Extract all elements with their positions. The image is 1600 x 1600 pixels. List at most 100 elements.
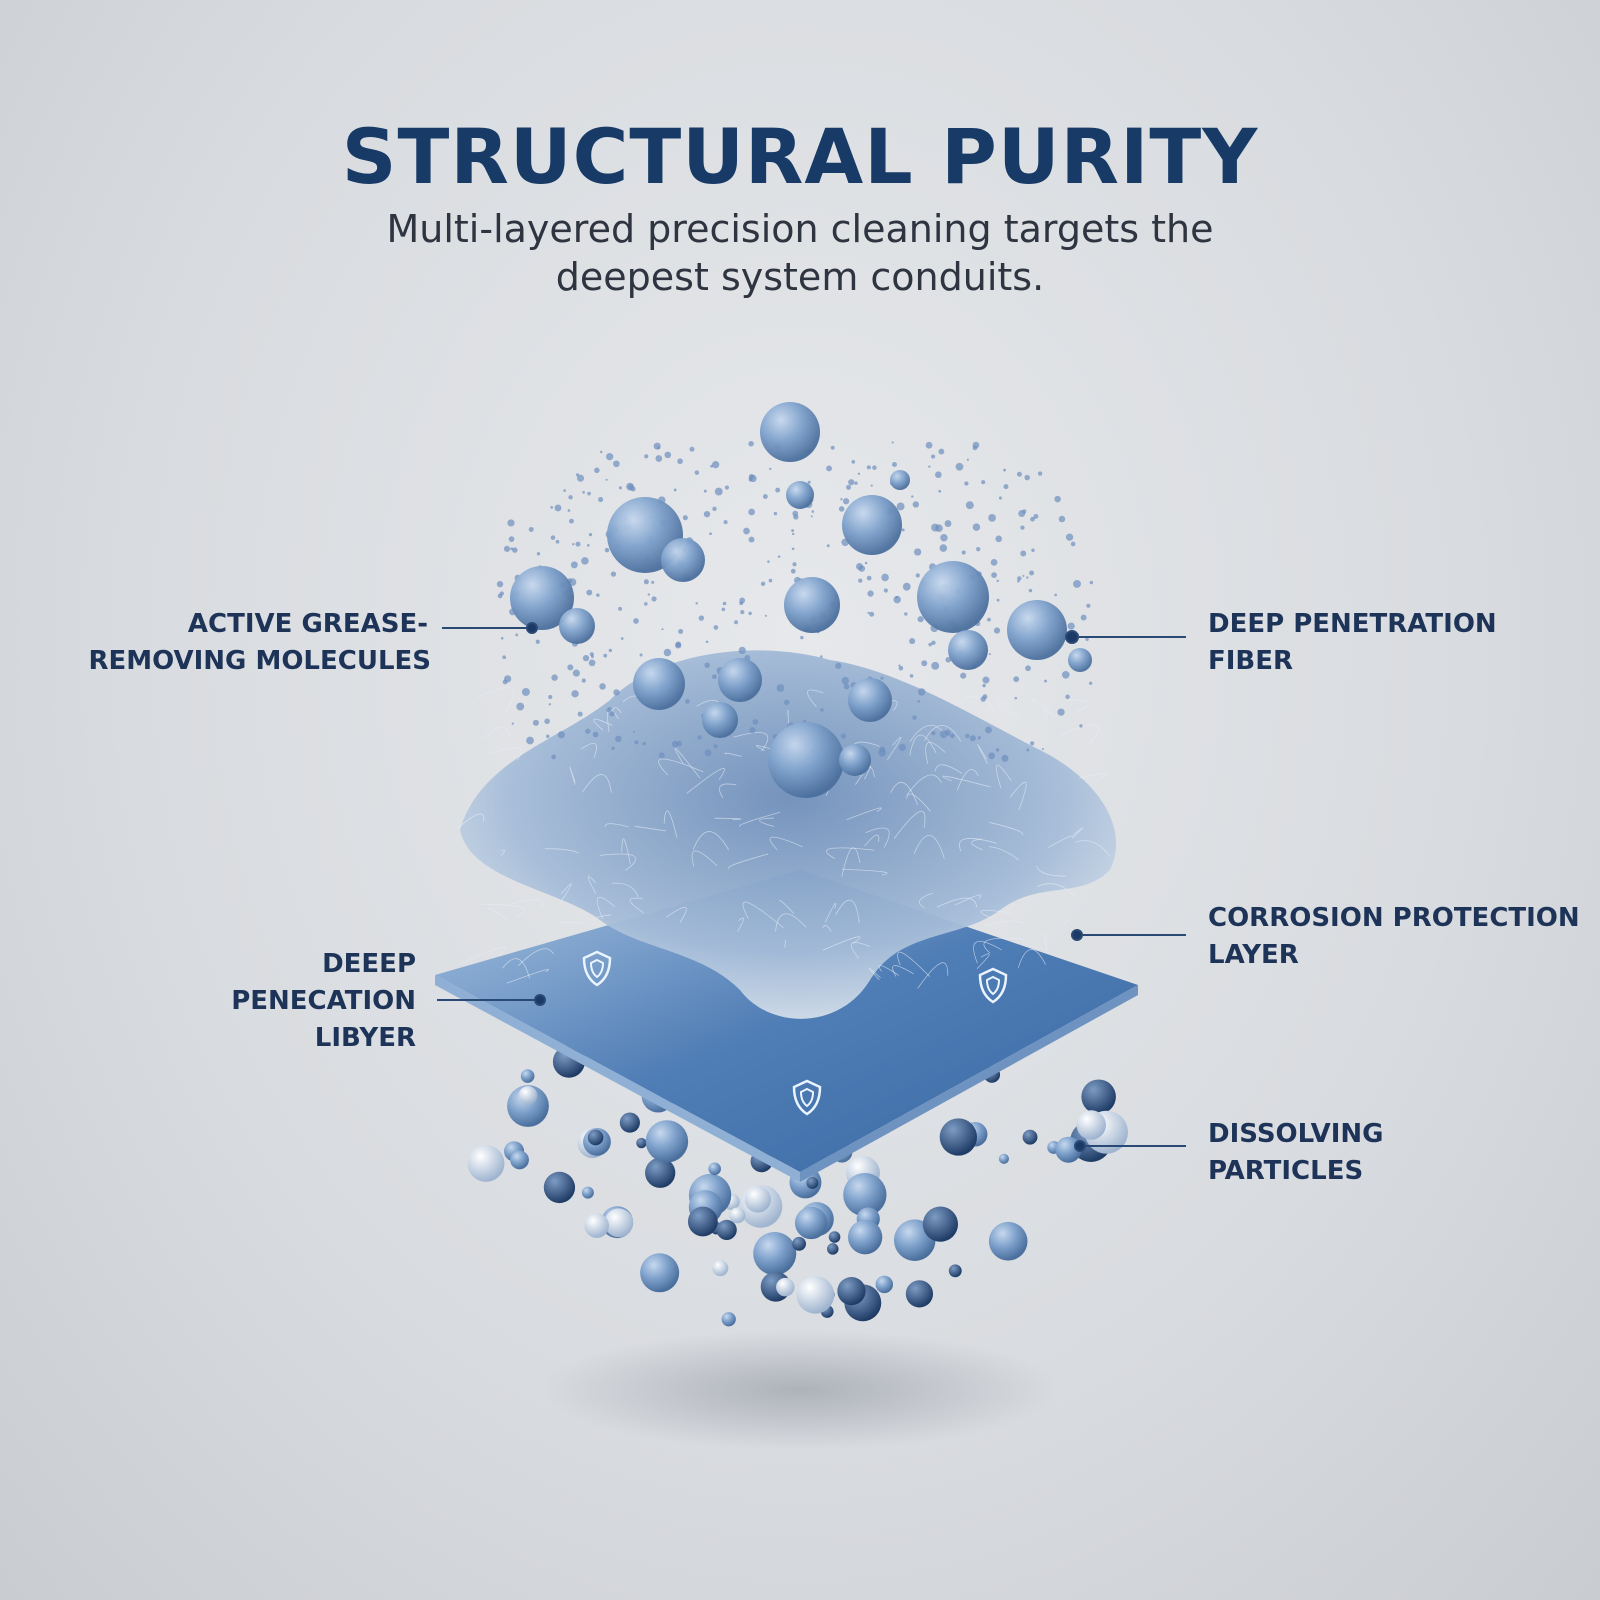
grease-molecule	[510, 566, 574, 630]
particle-dot	[694, 470, 700, 475]
particle-dot	[705, 640, 709, 644]
particle-dot	[567, 509, 571, 512]
particle-dot	[980, 696, 986, 702]
fiber-strand	[956, 768, 979, 791]
particle-dot	[911, 495, 914, 498]
fiber-strand	[582, 774, 612, 793]
particle-dot	[548, 694, 553, 700]
particle-dot	[917, 616, 924, 623]
dissolving-particle	[712, 1260, 729, 1277]
dissolving-particle	[806, 1177, 819, 1189]
grease-molecule	[842, 495, 902, 555]
fiber-strand	[544, 848, 580, 854]
particle-dot	[499, 591, 504, 596]
particle-dot	[551, 754, 557, 760]
particle-dot	[575, 473, 580, 477]
particle-dot	[1013, 676, 1020, 683]
particle-dot	[714, 487, 723, 496]
fiber-strand	[742, 901, 784, 929]
particle-dot	[762, 494, 768, 499]
particle-dot	[572, 669, 580, 677]
dissolving-particle	[636, 1137, 647, 1149]
particle-dot	[914, 548, 922, 556]
dissolving-particle	[837, 1277, 866, 1306]
fiber-strand	[1037, 883, 1075, 897]
particle-dot	[618, 606, 623, 611]
page-title: STRUCTURAL PURITY	[341, 112, 1259, 201]
shield-icon	[792, 1079, 822, 1116]
particle-dot	[891, 441, 894, 444]
particle-dot	[909, 638, 916, 645]
particle-dot	[960, 672, 967, 679]
plane-edge	[800, 985, 1138, 1182]
particle-dot	[909, 674, 914, 678]
particle-dot	[838, 506, 845, 512]
particle-dot	[840, 733, 847, 739]
particle-dot	[655, 455, 663, 462]
particle-dot	[1073, 579, 1081, 588]
particle-dot	[867, 611, 870, 615]
particle-dot	[695, 602, 698, 605]
fiber-strand	[457, 813, 485, 829]
grease-molecule	[718, 658, 762, 702]
particle-dot	[854, 481, 858, 485]
particle-dot	[639, 653, 643, 657]
particle-dot	[1065, 533, 1074, 541]
particle-dot	[1014, 696, 1018, 700]
dissolving-particle	[847, 1220, 883, 1255]
dissolving-particle	[604, 1208, 634, 1238]
fiber-strand	[1036, 865, 1066, 877]
dissolving-particle	[1022, 1129, 1038, 1145]
particle-dot	[807, 480, 811, 484]
page-subtitle: Multi-layered precision cleaning targets…	[300, 205, 1300, 301]
particle-dot	[603, 653, 608, 658]
particle-dot	[901, 528, 905, 532]
particle-dot	[991, 572, 997, 578]
fiber-mesh	[460, 650, 1117, 1019]
particle-dot	[939, 544, 948, 552]
label-dissolving-particles: DISSOLVING PARTICLES	[1208, 1116, 1384, 1190]
particle-dot	[988, 653, 991, 656]
particle-dot	[575, 541, 581, 547]
fiber-strand	[835, 899, 860, 923]
dissolving-particle	[988, 1221, 1028, 1261]
fiber-strand	[459, 946, 506, 965]
fiber-strand	[973, 941, 1002, 964]
particle-dot	[555, 539, 560, 544]
fiber-strand	[733, 732, 769, 752]
dissolving-particle	[708, 1162, 721, 1176]
label-line: LAYER	[1208, 940, 1299, 970]
particle-dot	[1020, 525, 1025, 530]
particle-dot	[613, 460, 620, 468]
particle-dot	[872, 465, 877, 470]
particle-dot	[842, 498, 850, 505]
particle-dot	[912, 715, 917, 720]
fiber-strand	[925, 742, 946, 764]
particle-dot	[925, 441, 933, 449]
particle-dot	[869, 611, 875, 617]
particle-dot	[678, 629, 684, 635]
particle-dot	[689, 446, 695, 452]
particle-dot	[569, 518, 574, 524]
fiber-strand	[487, 747, 522, 761]
particle-dot	[961, 550, 966, 555]
particle-dot	[604, 547, 610, 553]
shield-icon	[582, 950, 612, 987]
fiber-strand	[988, 846, 1019, 861]
particle-dot	[811, 510, 815, 513]
particle-dot	[1086, 603, 1091, 608]
particle-dot	[792, 562, 797, 567]
particle-dot	[1054, 495, 1061, 503]
particle-dot	[658, 752, 665, 759]
fiber-strand	[936, 897, 978, 908]
particle-dot	[987, 617, 991, 622]
particle-dot	[721, 607, 726, 612]
particle-dot	[955, 462, 964, 471]
particle-dot	[1054, 593, 1057, 597]
dissolving-particle	[520, 1069, 535, 1083]
particle-dot	[554, 504, 562, 512]
fiber-strand	[511, 899, 544, 909]
particle-dot	[1017, 576, 1022, 581]
particle-dot	[830, 445, 835, 450]
